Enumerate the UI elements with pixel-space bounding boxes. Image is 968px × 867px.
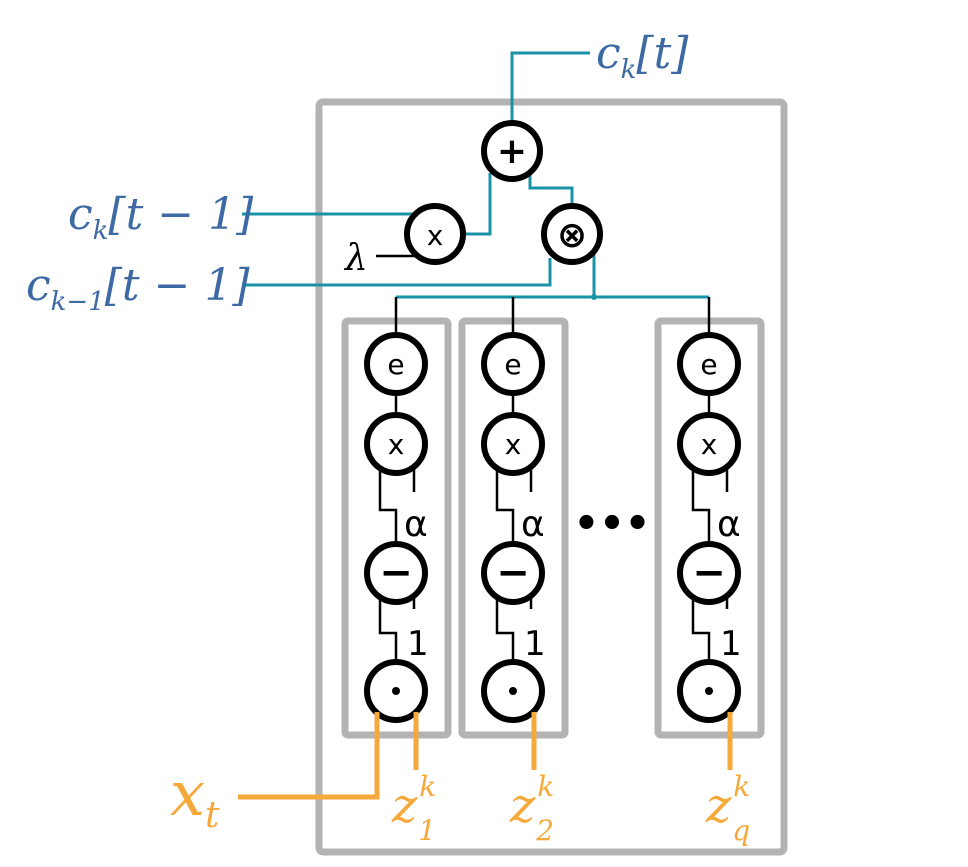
mult-node xyxy=(404,203,466,265)
lambda-label: λ xyxy=(343,238,368,279)
mult-symbol: x xyxy=(701,428,718,461)
odot-dot xyxy=(509,687,517,695)
prev-same-label: ck[t − 1] xyxy=(68,189,254,246)
add-symbol: + xyxy=(497,131,527,172)
otimes-symbol: ⊗ xyxy=(557,215,587,256)
add-node xyxy=(481,120,543,182)
mult-symbol: x xyxy=(427,219,444,252)
input-wire xyxy=(238,712,380,800)
input-label: xt xyxy=(170,757,220,836)
minus-symbol: − xyxy=(692,550,726,596)
mult-symbol: x xyxy=(388,428,405,461)
exp-symbol: e xyxy=(700,348,717,381)
alpha-label: α xyxy=(404,504,428,545)
minus-node xyxy=(364,541,428,605)
exp-symbol: e xyxy=(504,348,521,381)
bus-junction xyxy=(591,294,597,300)
odot-dot xyxy=(705,687,713,695)
one-label: 1 xyxy=(524,624,546,664)
prev-lower-wire xyxy=(242,258,552,287)
exp-node xyxy=(364,332,428,396)
orange-wires xyxy=(238,712,733,800)
teal-wires xyxy=(242,51,709,299)
output-label: ck[t] xyxy=(596,28,689,85)
mult-node xyxy=(481,412,545,476)
minus-symbol: − xyxy=(379,550,413,596)
alpha-label: α xyxy=(521,504,545,545)
mult-node xyxy=(677,412,741,476)
alpha-label: α xyxy=(717,504,741,545)
prev-lower-label: ck−1[t − 1] xyxy=(26,260,250,317)
exp-node xyxy=(481,332,545,396)
exp-symbol: e xyxy=(387,348,404,381)
output-wire xyxy=(510,51,590,123)
minus-node xyxy=(677,541,741,605)
one-label: 1 xyxy=(407,624,429,664)
minus-node xyxy=(481,541,545,605)
outer-frame xyxy=(315,98,788,856)
ellipsis: ••• xyxy=(574,501,651,547)
one-label: 1 xyxy=(720,624,742,664)
mult-node xyxy=(364,412,428,476)
otimes-to-add-wire xyxy=(528,167,574,210)
exp-node xyxy=(677,332,741,396)
otimes-node xyxy=(541,203,603,265)
mult-to-add-wire xyxy=(460,173,492,236)
odot-dot xyxy=(392,687,400,695)
mult-symbol: x xyxy=(505,428,522,461)
minus-symbol: − xyxy=(496,550,530,596)
